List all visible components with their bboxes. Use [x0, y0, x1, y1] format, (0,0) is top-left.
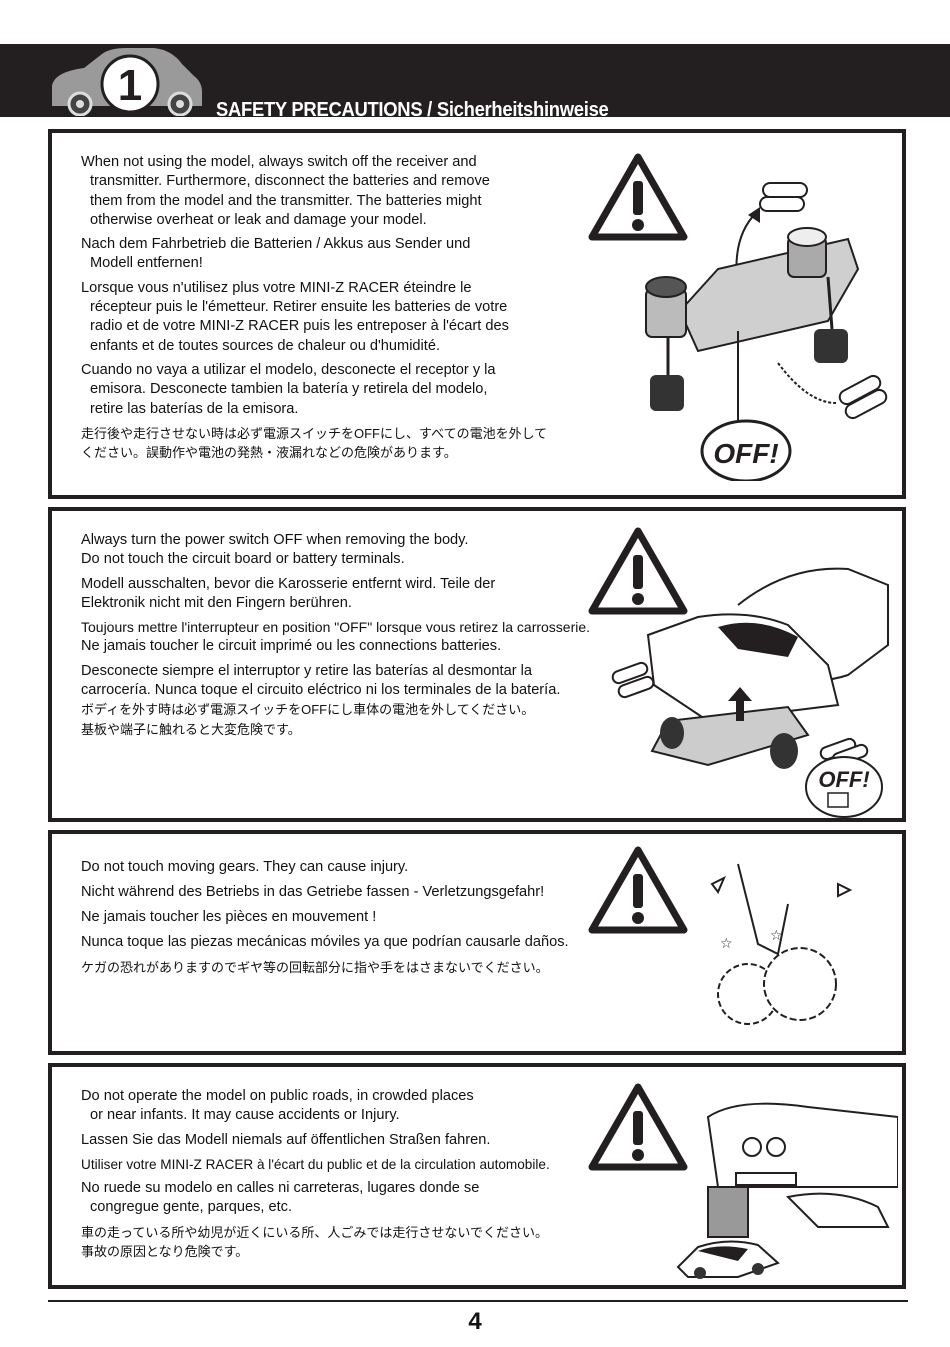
section-public-roads: Do not operate the model on public roads…: [48, 1063, 906, 1289]
public-road-hazard-illustration: [588, 1083, 898, 1279]
section-2-text: Always turn the power switch OFF when re…: [81, 532, 591, 737]
gear-icon: [717, 947, 837, 1025]
warning-triangle-icon: [588, 846, 688, 934]
header-title-line1: SAFETY PRECAUTIONS / Sicherheitshinweise: [216, 99, 609, 121]
chassis: [645, 227, 860, 411]
page-number: 4: [468, 1308, 482, 1335]
footer-rule: [48, 1300, 908, 1302]
off-callout: OFF!: [818, 767, 869, 792]
off-callout: OFF!: [713, 438, 778, 469]
section-1-text: When not using the model, always switch …: [81, 154, 548, 461]
body-removal-illustration: OFF!: [588, 527, 889, 818]
section-moving-gears: Do not touch moving gears. They can caus…: [48, 830, 906, 1055]
car-silhouette-icon: 1: [52, 48, 202, 116]
svg-text:☆: ☆: [770, 928, 783, 944]
gear-injury-illustration: ☆ ☆: [588, 846, 853, 1025]
section-body-removal: Always turn the power switch OFF when re…: [48, 507, 906, 822]
header-title-line2-jp: 安全のための注意事項: [771, 132, 889, 147]
warning-triangle-icon: [588, 1083, 688, 1171]
svg-text:☆: ☆: [720, 936, 733, 952]
section-4-text: Do not operate the model on public roads…: [81, 1088, 550, 1260]
header-banner: 1 SAFETY PRECAUTIONS / Sicherheitshinwei…: [0, 44, 950, 149]
warning-triangle-icon: [588, 527, 688, 615]
section-3-text: Do not touch moving gears. They can caus…: [81, 859, 569, 975]
step-number: 1: [118, 61, 142, 110]
chassis-battery-removal-illustration: OFF!: [588, 153, 888, 481]
warning-triangle-icon: [588, 153, 688, 241]
section-battery-off: When not using the model, always switch …: [48, 129, 906, 499]
